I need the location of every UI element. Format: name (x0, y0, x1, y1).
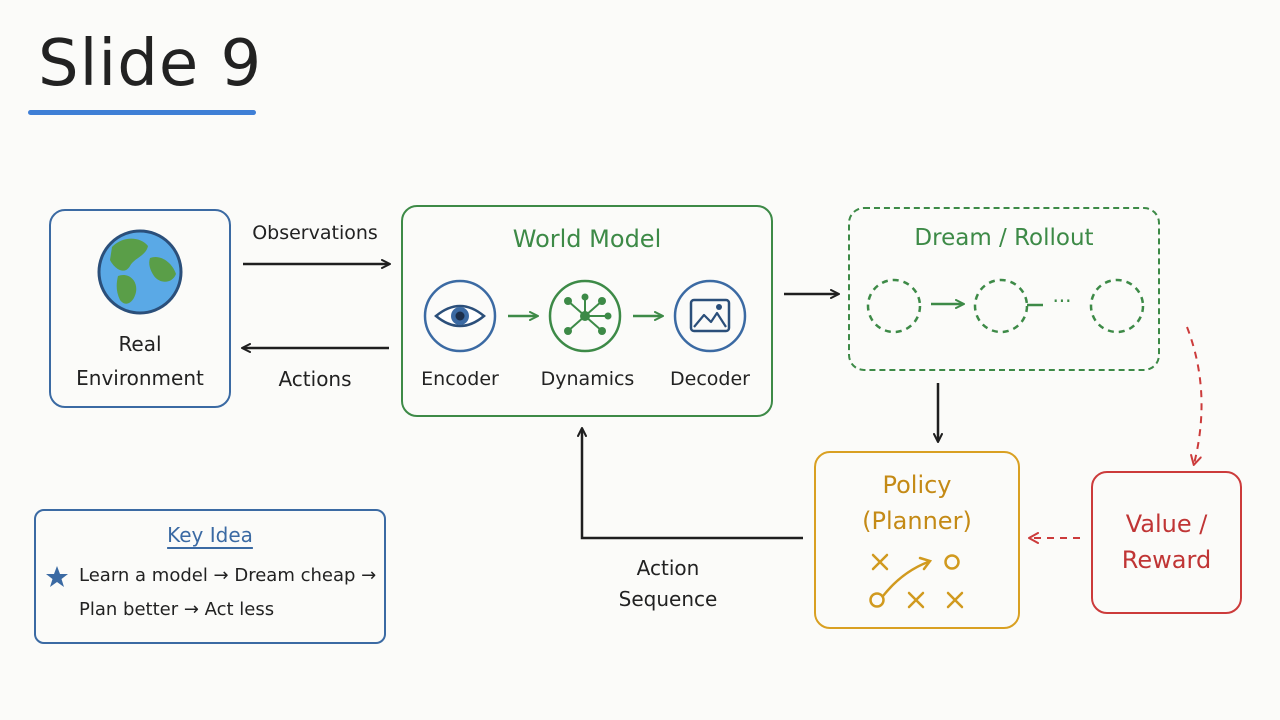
title-underline (28, 110, 256, 115)
world-model-box (401, 205, 773, 417)
value-title-line2: Reward (1121, 546, 1212, 574)
dream-rollout-states (866, 278, 1145, 334)
eye-icon (423, 279, 497, 353)
observations-label: Observations (252, 222, 378, 244)
world-model-title: World Model (512, 225, 662, 253)
encoder-label: Encoder (421, 368, 499, 390)
policy-title-line1: Policy (882, 471, 952, 499)
dream-rollout-title: Dream / Rollout (914, 225, 1094, 251)
network-icon (548, 279, 622, 353)
action-sequence-arrow (577, 427, 803, 540)
star-icon (46, 566, 68, 587)
dream-rollout-box (848, 207, 1160, 371)
environment-label-line1: Real (118, 332, 162, 356)
decoder-label: Decoder (670, 368, 750, 390)
rollout-state-2 (973, 278, 1029, 334)
slide-title: Slide 9 (38, 27, 263, 101)
action-sequence-label-line1: Action (636, 556, 700, 580)
key-idea-line2: Plan better → Act less (79, 599, 275, 620)
actions-label: Actions (278, 367, 352, 391)
image-icon (673, 279, 747, 353)
value-reward-box (1091, 471, 1242, 614)
rollout-to-value-arrow (1186, 326, 1203, 466)
policy-title-line2: (Planner) (862, 507, 972, 535)
value-title-line1: Value / (1125, 510, 1208, 538)
play-diagram-icon (869, 553, 964, 609)
globe-icon (97, 229, 183, 315)
real-environment-box (49, 209, 231, 408)
action-sequence-label-line2: Sequence (618, 587, 718, 611)
rollout-ellipsis: ··· (1052, 289, 1072, 313)
rollout-state-1 (866, 278, 922, 334)
key-idea-box (34, 509, 386, 644)
policy-planner-box (814, 451, 1020, 629)
rollout-state-3 (1089, 278, 1145, 334)
key-idea-title: Key Idea (167, 523, 253, 547)
environment-label-line2: Environment (76, 366, 204, 390)
key-idea-line1: Learn a model → Dream cheap → (79, 565, 377, 586)
dynamics-label: Dynamics (540, 368, 635, 390)
